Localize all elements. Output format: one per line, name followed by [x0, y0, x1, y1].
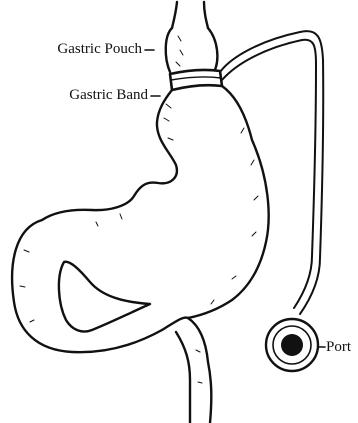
gastric-pouch-outline: [166, 28, 172, 72]
intestine-inner-outline: [59, 262, 150, 332]
esophagus-outline: [172, 2, 177, 28]
gastric-band-label: Gastric Band: [69, 88, 148, 103]
connection-tube: [222, 40, 316, 308]
port-label: Port: [326, 340, 351, 355]
port-septum: [281, 334, 303, 356]
esophagus-outline: [204, 2, 208, 28]
gastric-pouch-outline: [208, 28, 217, 72]
intestine-outline: [188, 318, 211, 423]
gastric-band: [170, 70, 222, 90]
intestine-outline: [176, 332, 190, 423]
gastric-pouch-label: Gastric Pouch: [57, 42, 142, 57]
intestine-outline: [12, 220, 188, 352]
stomach-outline: [42, 90, 177, 220]
connection-tube: [220, 31, 323, 314]
stomach-outline: [188, 86, 269, 318]
